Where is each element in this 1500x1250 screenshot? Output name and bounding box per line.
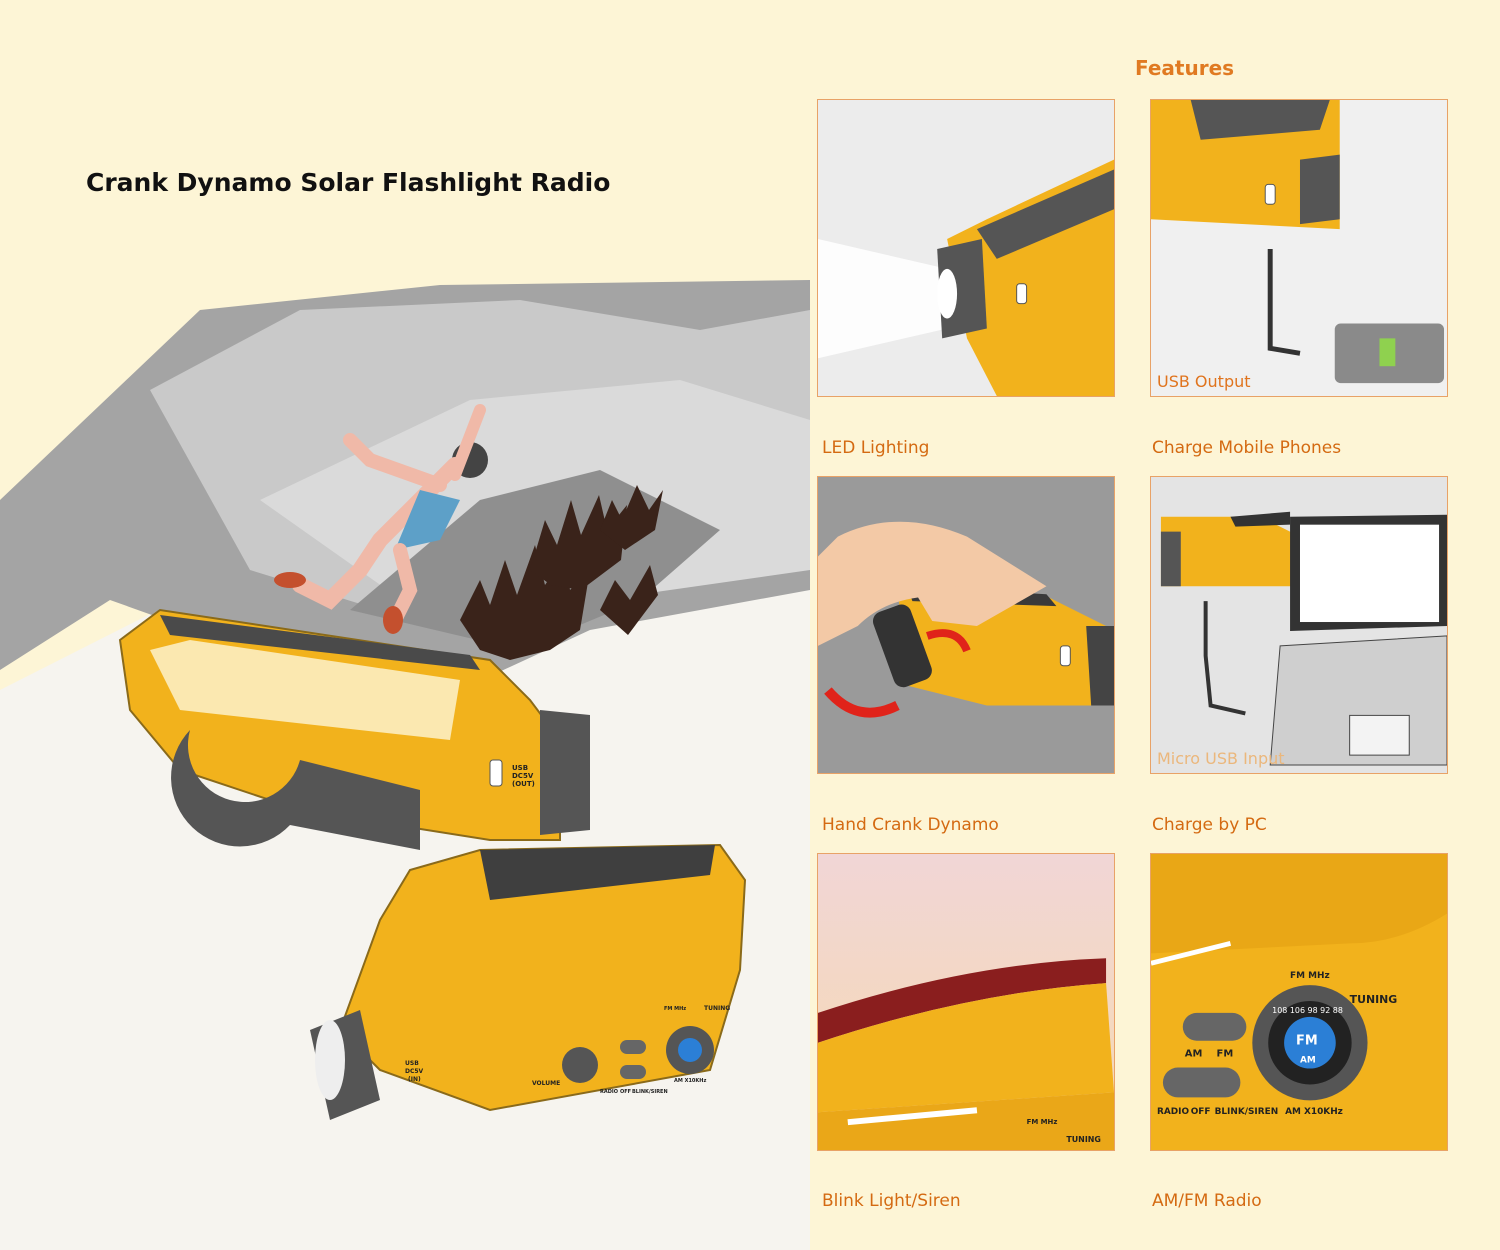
caption-hand-crank-dynamo: Hand Crank Dynamo — [822, 815, 999, 835]
big-flashlight-radio: USB DC5V (OUT) — [118, 608, 590, 850]
svg-text:108 106 98 92 88: 108 106 98 92 88 — [1272, 1006, 1343, 1015]
svg-text:FM: FM — [1217, 1049, 1234, 1060]
feature-panel-am-fm-radio: FM AM 108 106 98 92 88 FM MHz TUNING AM … — [1150, 853, 1448, 1151]
micro-usb-input-label: Micro USB Input — [1157, 749, 1285, 768]
feature-panel-blink-siren: FM MHz TUNING — [817, 853, 1115, 1151]
svg-text:FM MHz: FM MHz — [1027, 1118, 1058, 1126]
caption-am-fm-radio: AM/FM Radio — [1152, 1191, 1262, 1211]
svg-text:AM: AM — [1300, 1056, 1316, 1066]
caption-blink-light-siren: Blink Light/Siren — [822, 1191, 961, 1211]
svg-text:USB: USB — [405, 1060, 419, 1067]
svg-text:BLINK/SIREN: BLINK/SIREN — [632, 1089, 668, 1095]
svg-text:OFF: OFF — [1191, 1107, 1211, 1117]
svg-text:RADIO: RADIO — [1157, 1107, 1190, 1117]
svg-text:USB: USB — [512, 764, 528, 772]
svg-text:AM X10KHz: AM X10KHz — [1285, 1107, 1343, 1117]
svg-text:AM X10KHz: AM X10KHz — [674, 1078, 706, 1084]
svg-text:VOLUME: VOLUME — [532, 1080, 560, 1087]
usb-output-label: USB Output — [1157, 372, 1251, 391]
svg-text:DC5V: DC5V — [512, 772, 534, 780]
svg-text:DC5V: DC5V — [405, 1068, 424, 1075]
hero-illustration: USB DC5V (OUT) USB DC5V (IN) VOLUME TUNI… — [0, 280, 810, 1250]
caption-charge-mobile-phones: Charge Mobile Phones — [1152, 438, 1342, 458]
svg-text:(OUT): (OUT) — [512, 780, 535, 788]
svg-text:(IN): (IN) — [408, 1076, 421, 1083]
feature-panel-hand-crank — [817, 476, 1115, 774]
svg-text:TUNING: TUNING — [1350, 993, 1398, 1006]
feature-panel-charge-mobile: USB Output — [1150, 99, 1448, 397]
feature-panel-led-lighting — [817, 99, 1115, 397]
svg-text:FM MHz: FM MHz — [1290, 971, 1330, 981]
svg-text:FM MHz: FM MHz — [664, 1006, 686, 1012]
svg-text:FM: FM — [1296, 1034, 1318, 1049]
svg-text:AM: AM — [1185, 1049, 1203, 1060]
features-heading: Features — [1135, 56, 1235, 80]
page-title: Crank Dynamo Solar Flashlight Radio — [86, 168, 611, 197]
svg-text:RADIO: RADIO — [600, 1089, 618, 1095]
svg-text:BLINK/SIREN: BLINK/SIREN — [1215, 1107, 1279, 1117]
svg-text:TUNING: TUNING — [704, 1005, 730, 1012]
small-flashlight-radio: USB DC5V (IN) VOLUME TUNING FM MHz AM X1… — [310, 843, 747, 1120]
caption-charge-by-pc: Charge by PC — [1152, 815, 1267, 835]
caption-led-lighting: LED Lighting — [822, 438, 930, 458]
svg-text:OFF: OFF — [620, 1089, 631, 1095]
climber-figure — [274, 404, 488, 634]
feature-panel-charge-pc: Micro USB Input — [1150, 476, 1448, 774]
svg-text:TUNING: TUNING — [1066, 1135, 1101, 1144]
